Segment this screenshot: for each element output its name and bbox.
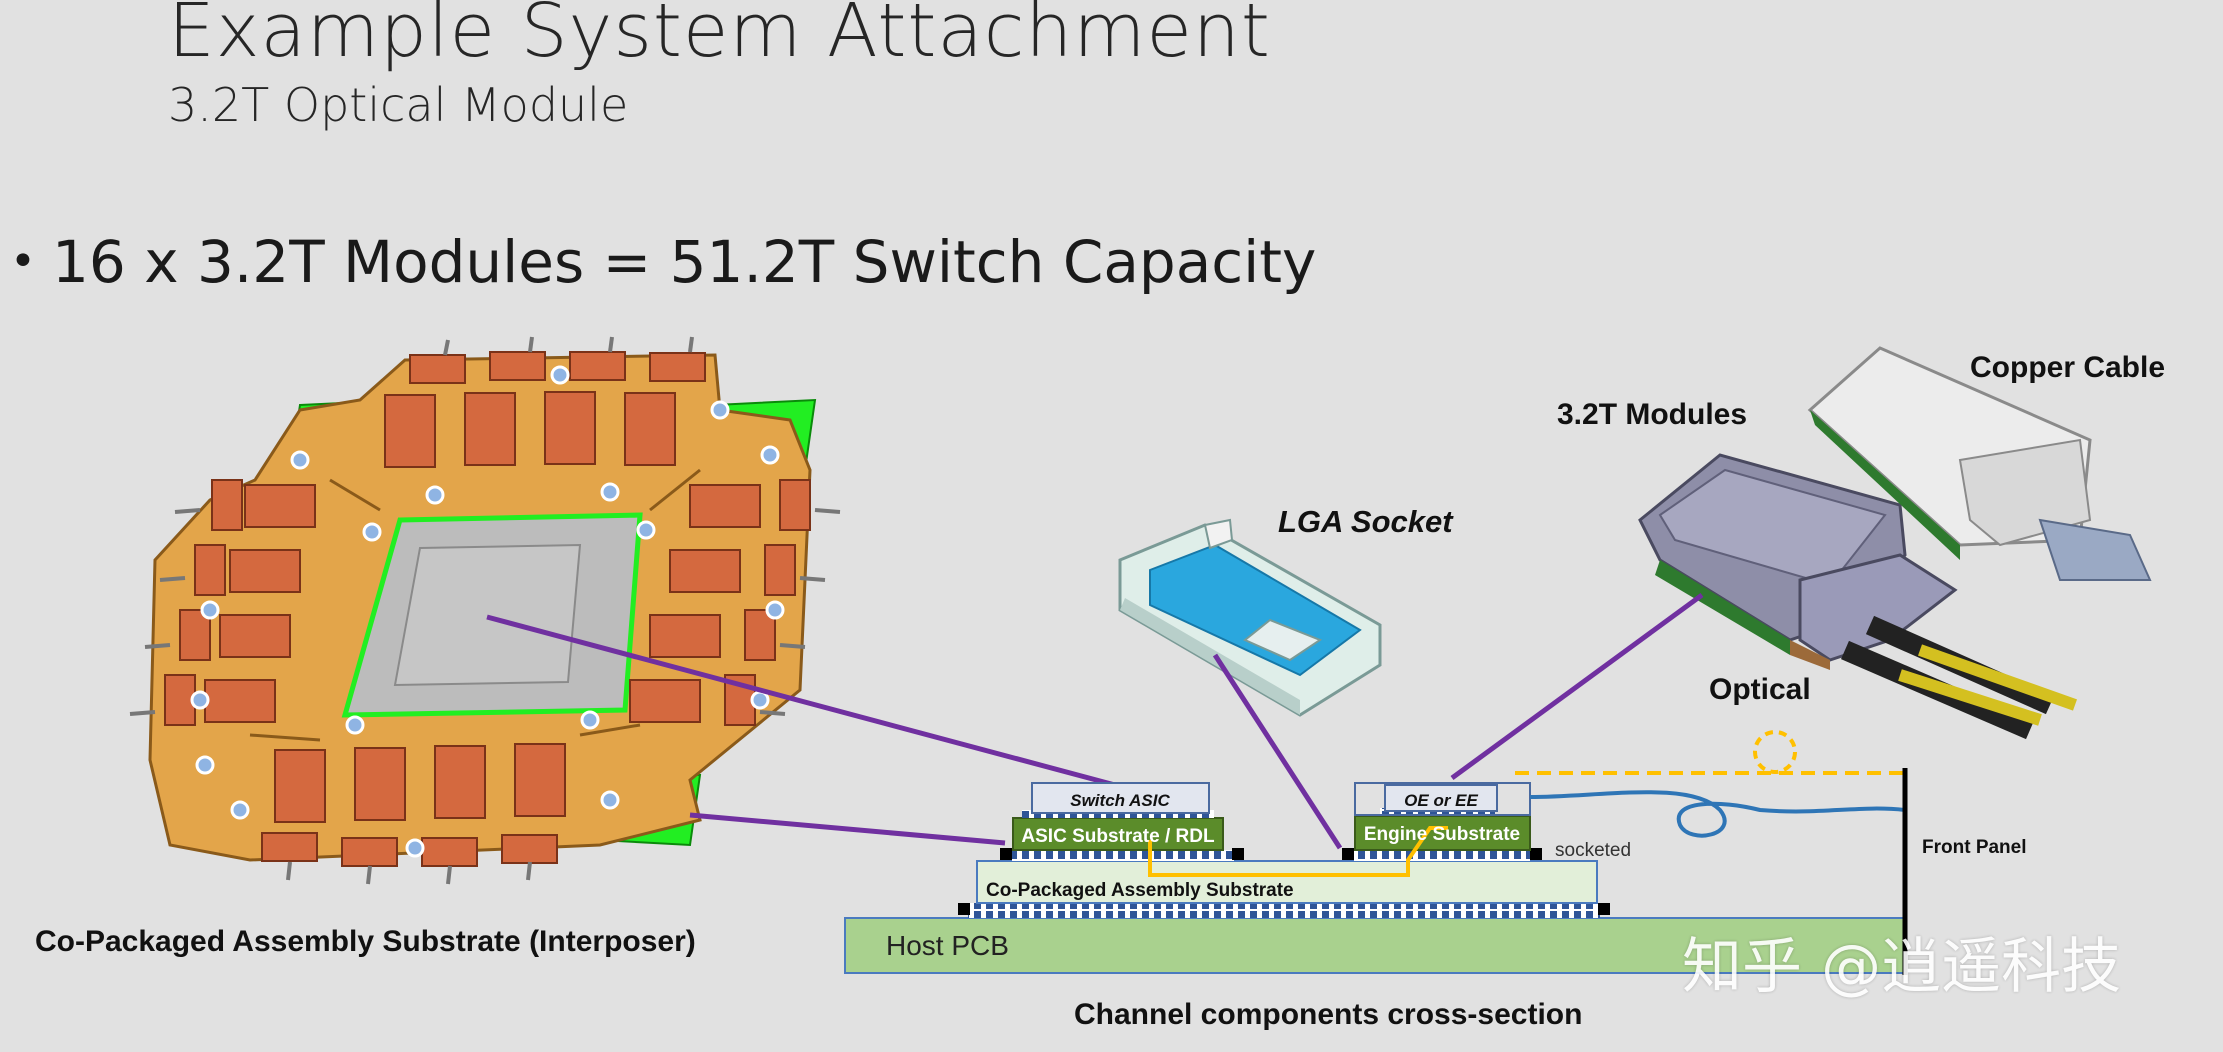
optical-label: Optical	[1709, 673, 1811, 706]
modules-label: 3.2T Modules	[1557, 398, 1748, 431]
interposer-assembly-image	[129, 336, 841, 885]
asic-substrate-label: ASIC Substrate / RDL	[1021, 826, 1215, 847]
socketed-label: socketed	[1555, 840, 1631, 861]
lga-socket-image	[1118, 518, 1382, 717]
host-pcb-label: Host PCB	[886, 930, 1009, 961]
bullet-text: 16 x 3.2T Modules = 51.2T Switch Capacit…	[51, 228, 1317, 296]
watermark: 知乎 @逍遥科技	[1682, 932, 2122, 1002]
bullet-point: • 16 x 3.2T Modules = 51.2T Switch Capaci…	[10, 228, 1316, 296]
fiber-cable-image	[1841, 615, 2078, 740]
switch-asic-label: Switch ASIC	[1070, 791, 1170, 810]
front-panel-label: Front Panel	[1922, 837, 2027, 858]
cpa-substrate-layer	[976, 860, 1598, 904]
module-image	[1638, 453, 1958, 670]
interposer-label: Co-Packaged Assembly Substrate (Interpos…	[35, 925, 696, 958]
oe-ee-label: OE or EE	[1404, 791, 1478, 810]
leader-lines	[486, 592, 1704, 850]
copper-cable-label: Copper Cable	[1970, 351, 2166, 384]
engine-substrate-label: Engine Substrate	[1364, 824, 1520, 845]
cross-section-diagram	[844, 730, 1908, 975]
switch-asic-layer	[1031, 782, 1210, 814]
engine-substrate-layer	[1354, 815, 1531, 851]
lga-socket-label: LGA Socket	[1278, 504, 1453, 539]
bullet-dot-icon: •	[10, 236, 36, 287]
page-title: Example System Attachment	[168, 0, 1271, 74]
oe-ee-layer	[1384, 784, 1498, 812]
cpa-substrate-label: Co-Packaged Assembly Substrate	[986, 880, 1294, 901]
page-subtitle: 3.2T Optical Module	[168, 78, 629, 132]
cross-section-caption: Channel components cross-section	[1074, 998, 1583, 1031]
copper-cable-image	[1807, 346, 2152, 581]
